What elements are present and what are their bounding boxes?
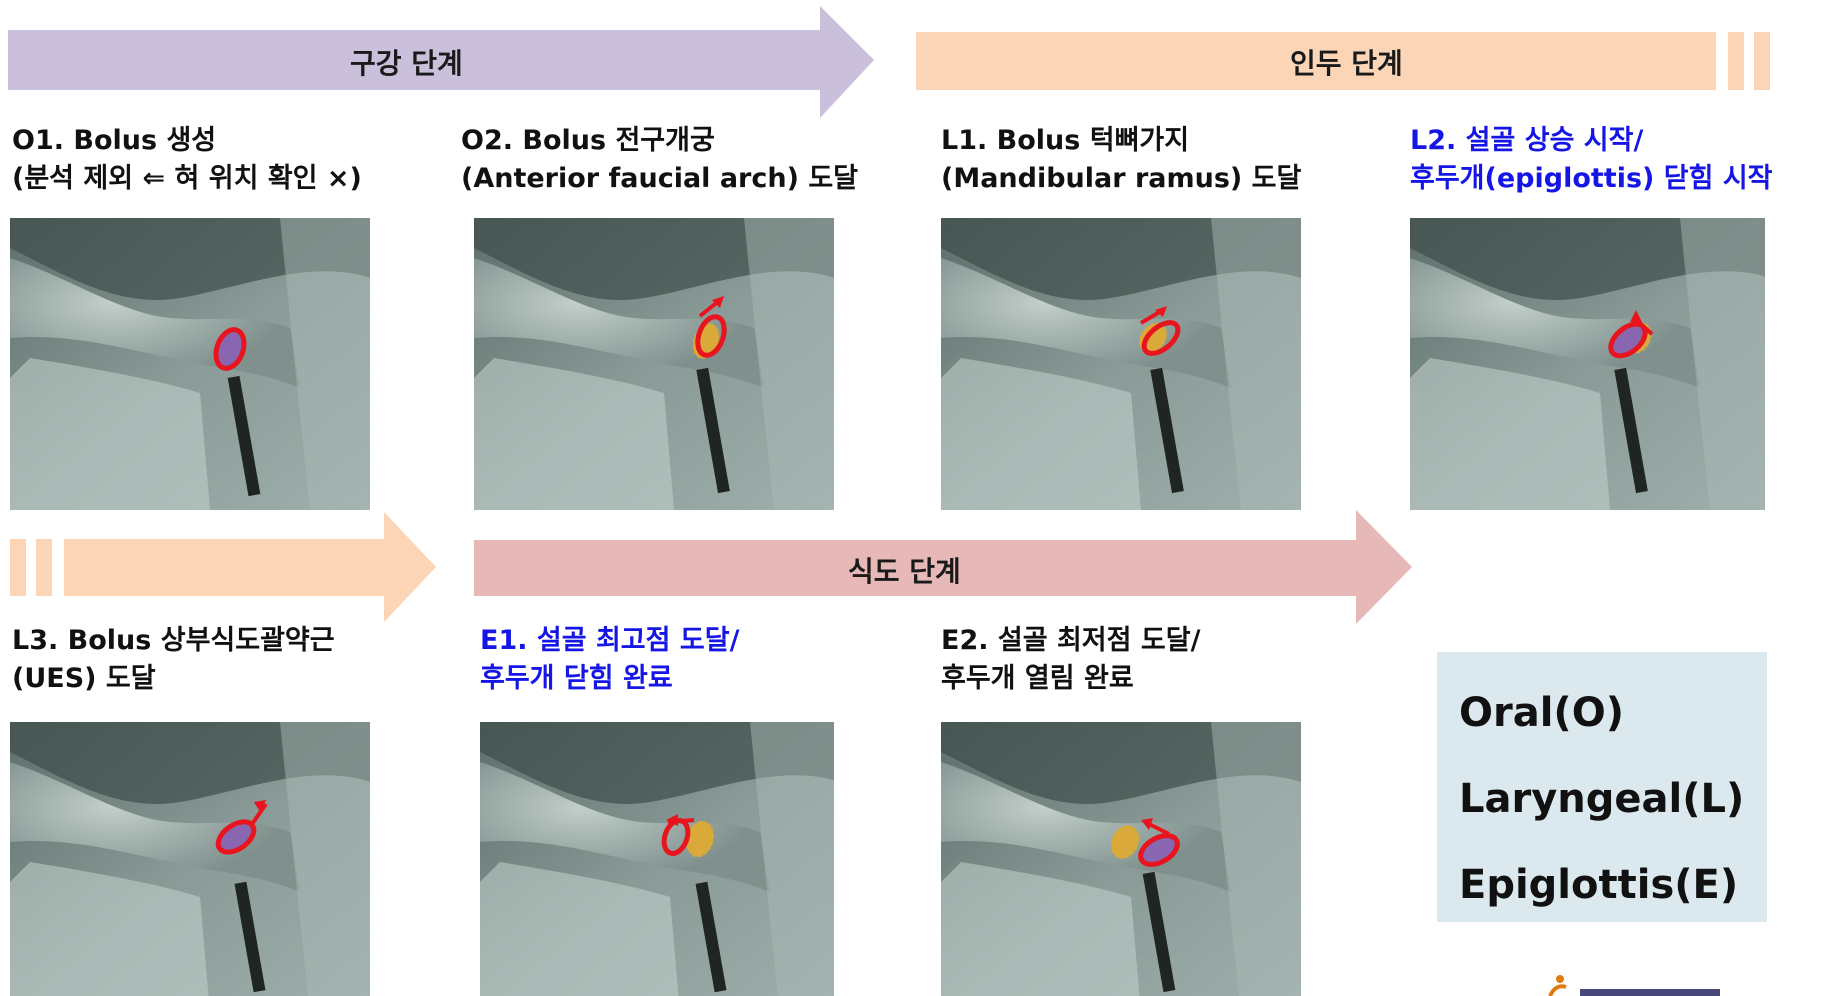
- xray-image-l2: [1410, 218, 1765, 510]
- step-e1-label: E1. 설골 최고점 도달/후두개 닫힘 완료: [480, 622, 739, 698]
- pharyngeal-stage-label: 인두 단계: [1290, 42, 1403, 82]
- xray-image-o2: [474, 218, 834, 510]
- step-l1-label: L1. Bolus 턱뼈가지(Mandibular ramus) 도달: [941, 122, 1301, 198]
- xray-image-e2: [941, 722, 1301, 996]
- xray-image-e1: [480, 722, 834, 996]
- pharyngeal-continue-arrow: [64, 512, 436, 622]
- xray-image-l3: [10, 722, 370, 996]
- step-e2-label: E2. 설골 최저점 도달/후두개 열림 완료: [941, 622, 1200, 698]
- legend-oral: Oral(O): [1459, 690, 1624, 736]
- xray-image-l1: [941, 218, 1301, 510]
- legend-box: Oral(O) Laryngeal(L) Epiglottis(E): [1437, 652, 1767, 922]
- legend-epiglottis: Epiglottis(E): [1459, 862, 1738, 908]
- step-l3-label: L3. Bolus 상부식도괄약근(UES) 도달: [12, 622, 335, 698]
- step-o2-label: O2. Bolus 전구개궁(Anterior faucial arch) 도달: [461, 122, 858, 198]
- pharyngeal-stage-stripe-2: [1754, 32, 1770, 90]
- legend-laryngeal: Laryngeal(L): [1459, 776, 1744, 822]
- oral-stage-label: 구강 단계: [350, 42, 463, 82]
- step-l2-label: L2. 설골 상승 시작/후두개(epiglottis) 닫힘 시작: [1410, 122, 1773, 198]
- esophageal-stage-label: 식도 단계: [848, 550, 961, 590]
- pharyngeal-stage-stripe-1: [1728, 32, 1744, 90]
- logo: [1540, 975, 1770, 996]
- step-o1-label: O1. Bolus 생성(분석 제외 ⇐ 혀 위치 확인 ×): [12, 122, 362, 198]
- pharyngeal-continue-stripe-1: [10, 539, 26, 596]
- pharyngeal-continue-stripe-2: [36, 539, 52, 596]
- xray-image-o1: [10, 218, 370, 510]
